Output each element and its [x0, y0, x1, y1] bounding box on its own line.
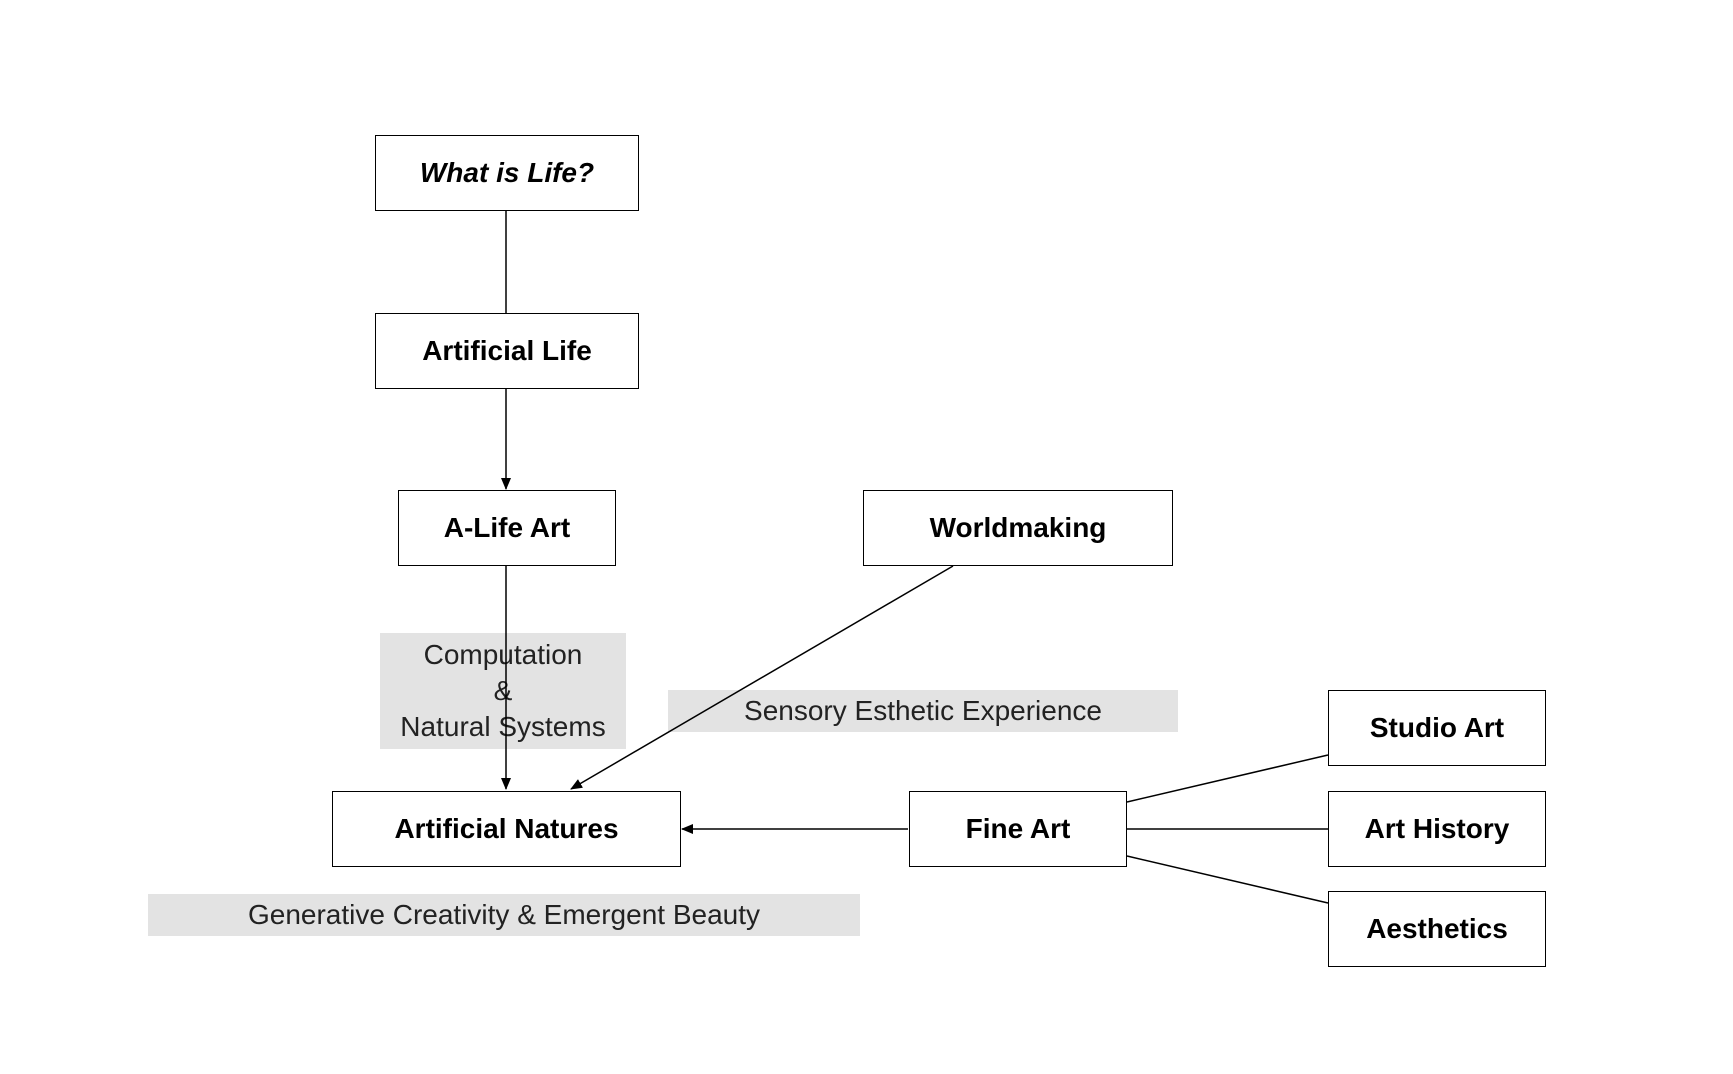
node-worldmaking: Worldmaking	[863, 490, 1173, 566]
computation-label-line3: Natural Systems	[400, 711, 606, 742]
computation-label-line1: Computation	[423, 639, 583, 670]
generative-creativity-text: Generative Creativity & Emergent Beauty	[247, 899, 760, 930]
node-studio-art-label: Studio Art	[1369, 712, 1505, 743]
node-fine-art: Fine Art	[909, 791, 1127, 867]
node-what-is-life: What is Life?	[375, 135, 639, 211]
node-art-history-label: Art History	[1364, 813, 1510, 844]
node-artificial-natures: Artificial Natures	[332, 791, 681, 867]
generative-creativity-label: Generative Creativity & Emergent Beauty	[148, 894, 860, 936]
node-aesthetics-label: Aesthetics	[1366, 913, 1508, 944]
computation-natural-systems-label: Computation & Natural Systems	[380, 633, 626, 749]
edge-fine-art-to-aesthetics	[1126, 855, 1329, 904]
sensory-esthetic-experience-text: Sensory Esthetic Experience	[744, 695, 1102, 726]
node-aesthetics: Aesthetics	[1328, 891, 1546, 967]
node-worldmaking-label: Worldmaking	[929, 512, 1107, 543]
node-fine-art-label: Fine Art	[965, 813, 1071, 844]
node-a-life-art: A-Life Art	[398, 490, 616, 566]
node-artificial-life: Artificial Life	[375, 313, 639, 389]
edge-fine-art-to-studio-art	[1126, 754, 1329, 803]
edge-worldmaking-to-artificial-natures	[570, 565, 954, 790]
sensory-esthetic-experience-label: Sensory Esthetic Experience	[668, 690, 1178, 732]
computation-label-line2: &	[493, 675, 513, 706]
node-art-history: Art History	[1328, 791, 1546, 867]
node-artificial-life-label: Artificial Life	[422, 335, 592, 366]
node-studio-art: Studio Art	[1328, 690, 1546, 766]
node-what-is-life-label: What is Life?	[419, 157, 595, 188]
node-artificial-natures-label: Artificial Natures	[394, 813, 619, 844]
node-a-life-art-label: A-Life Art	[443, 512, 571, 543]
